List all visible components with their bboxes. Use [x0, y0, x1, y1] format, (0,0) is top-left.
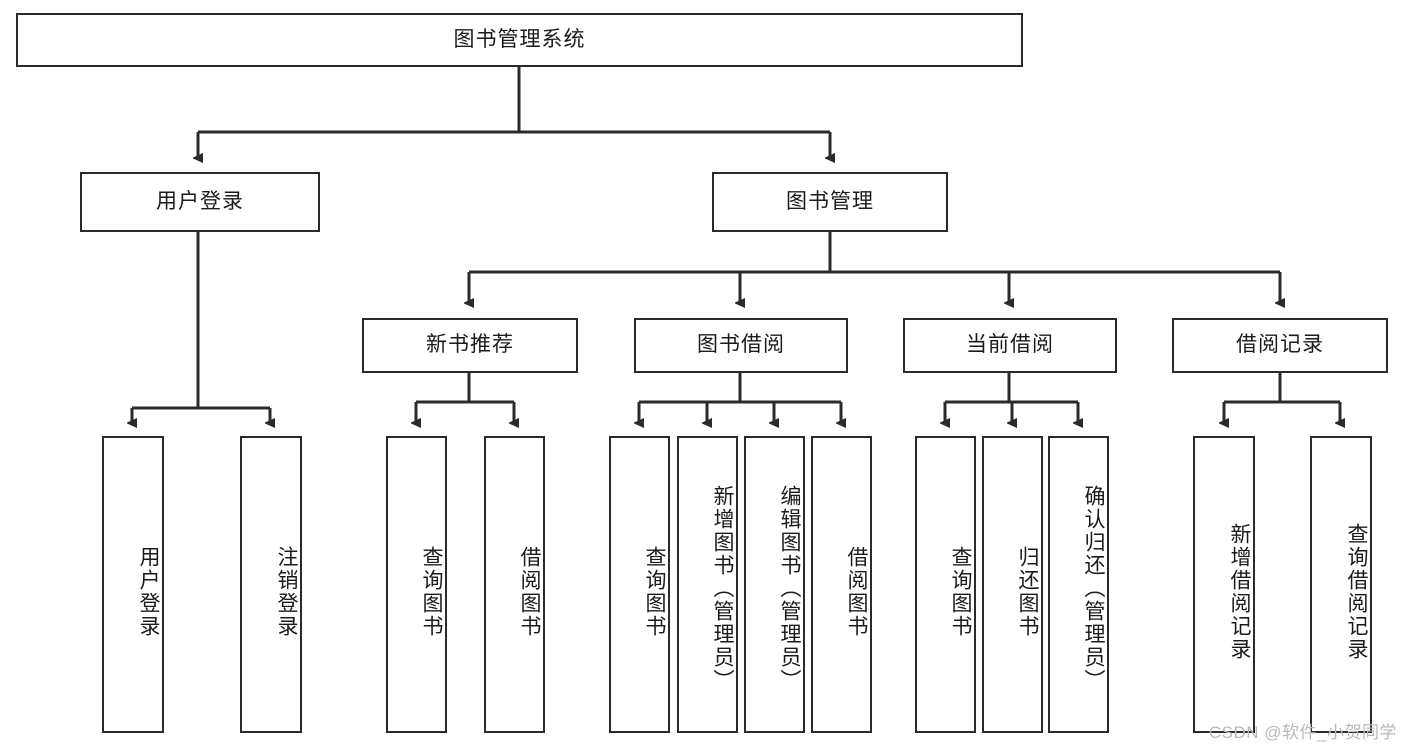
node-leaf-add-record[interactable]: 新增借阅记录	[1193, 436, 1255, 733]
node-new-book-recommend[interactable]: 新书推荐	[362, 318, 578, 373]
node-book-borrow[interactable]: 图书借阅	[634, 318, 848, 373]
node-book-management[interactable]: 图书管理	[712, 172, 948, 232]
node-leaf-add-book[interactable]: 新增图书（管理员）	[677, 436, 738, 733]
node-book-borrow-label: 图书借阅	[697, 333, 785, 357]
node-root-label: 图书管理系统	[453, 27, 586, 51]
node-leaf-query-book-2-label: 查询图书	[643, 545, 666, 638]
node-current-borrow[interactable]: 当前借阅	[903, 318, 1117, 373]
node-new-book-recommend-label: 新书推荐	[426, 333, 514, 357]
node-leaf-add-record-label: 新增借阅记录	[1228, 522, 1251, 661]
node-leaf-borrow-book-2-label: 借阅图书	[845, 545, 868, 638]
node-leaf-query-record-label: 查询借阅记录	[1345, 522, 1368, 661]
node-leaf-borrow-book-1-label: 借阅图书	[518, 545, 541, 638]
node-leaf-logout[interactable]: 注销登录	[240, 436, 302, 733]
node-leaf-confirm-return[interactable]: 确认归还（管理员）	[1048, 436, 1109, 733]
node-leaf-user-login-label: 用户登录	[137, 545, 160, 638]
node-current-borrow-label: 当前借阅	[966, 333, 1054, 357]
node-leaf-edit-book[interactable]: 编辑图书（管理员）	[744, 436, 805, 733]
node-leaf-logout-label: 注销登录	[275, 545, 298, 638]
node-leaf-add-book-label: 新增图书（管理员）	[711, 485, 734, 692]
node-leaf-query-book-3-label: 查询图书	[949, 545, 972, 638]
node-leaf-query-book-3[interactable]: 查询图书	[915, 436, 976, 733]
node-leaf-return-book[interactable]: 归还图书	[982, 436, 1043, 733]
node-root[interactable]: 图书管理系统	[16, 13, 1023, 67]
node-user-login-label: 用户登录	[156, 189, 244, 213]
node-leaf-query-book-1[interactable]: 查询图书	[386, 436, 447, 733]
node-book-management-label: 图书管理	[786, 189, 874, 213]
node-borrow-record-label: 借阅记录	[1236, 333, 1324, 357]
node-user-login[interactable]: 用户登录	[80, 172, 320, 232]
node-leaf-confirm-return-label: 确认归还（管理员）	[1082, 485, 1105, 692]
node-leaf-query-book-1-label: 查询图书	[420, 545, 443, 638]
node-borrow-record[interactable]: 借阅记录	[1172, 318, 1388, 373]
watermark-text: CSDN @软件_小贺同学	[1208, 723, 1397, 742]
node-leaf-borrow-book-1[interactable]: 借阅图书	[484, 436, 545, 733]
node-leaf-query-record[interactable]: 查询借阅记录	[1310, 436, 1372, 733]
node-leaf-borrow-book-2[interactable]: 借阅图书	[811, 436, 872, 733]
node-leaf-query-book-2[interactable]: 查询图书	[609, 436, 670, 733]
node-leaf-user-login[interactable]: 用户登录	[102, 436, 164, 733]
node-leaf-return-book-label: 归还图书	[1016, 545, 1039, 638]
node-leaf-edit-book-label: 编辑图书（管理员）	[778, 485, 801, 692]
